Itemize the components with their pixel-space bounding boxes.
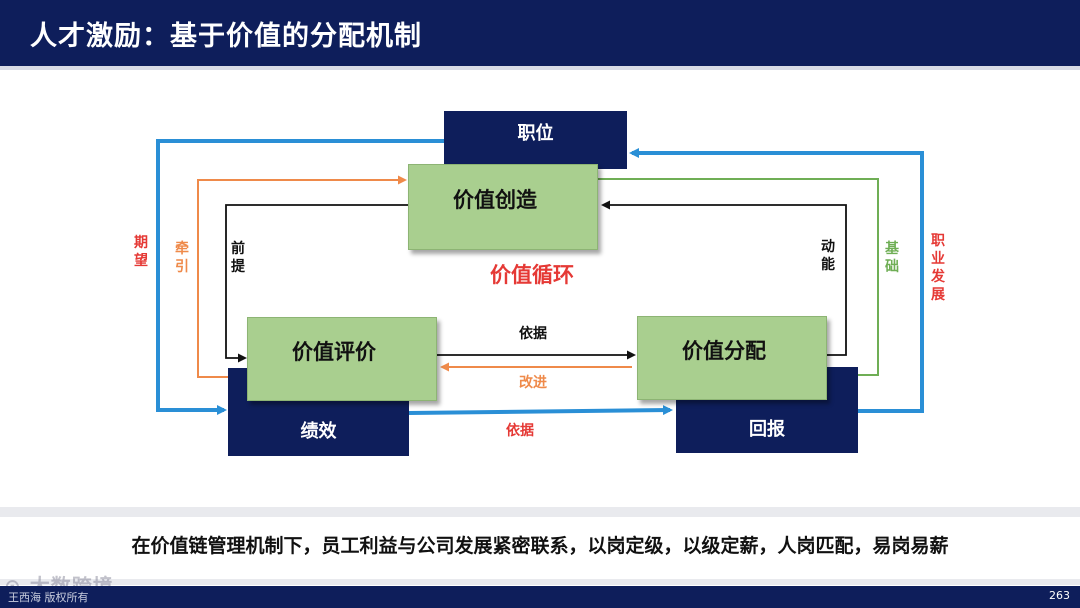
center-label: 价值循环 xyxy=(490,263,574,287)
label-lead: 牵引 xyxy=(175,241,189,275)
label-motivation: 动能 xyxy=(821,239,835,273)
label-premise: 前提 xyxy=(231,241,245,275)
node-value-distribution: 价值分配 xyxy=(637,316,827,400)
page-title: 人才激励：基于价值的分配机制 xyxy=(30,21,422,52)
arrow-motivation xyxy=(601,200,847,356)
label-foundation: 基础 xyxy=(885,241,899,275)
arrow-career xyxy=(629,148,924,413)
node-value-creation-label: 价值创造 xyxy=(453,188,537,212)
node-position-label: 职位 xyxy=(517,123,554,144)
label-basis-bottom: 依据 xyxy=(506,423,534,439)
summary-panel xyxy=(0,517,1080,579)
label-improve: 改进 xyxy=(519,375,547,391)
arrow-basis-bottom xyxy=(408,405,673,416)
arrow-premise xyxy=(225,204,408,363)
node-value-distribution-label: 价值分配 xyxy=(682,339,766,363)
label-expectation: 期望 xyxy=(134,235,148,269)
header-stripe xyxy=(0,66,1080,70)
summary-text: 在价值链管理机制下，员工利益与公司发展紧密联系，以岗定级，以级定薪，人岗匹配，易… xyxy=(131,535,949,557)
node-value-evaluation: 价值评价 xyxy=(247,317,437,401)
arrow-expectation xyxy=(156,139,444,415)
footer-copyright: 王西海 版权所有 xyxy=(8,591,89,604)
node-performance-label: 绩效 xyxy=(300,421,337,442)
node-position: 职位 xyxy=(444,111,627,169)
node-reward-label: 回报 xyxy=(749,419,785,440)
header-bar: 人才激励：基于价值的分配机制 xyxy=(0,0,1080,66)
page-number: 263 xyxy=(1049,589,1070,602)
label-career: 职业发展 xyxy=(931,233,945,303)
node-value-creation: 价值创造 xyxy=(408,164,598,250)
label-basis-top: 依据 xyxy=(519,326,547,342)
node-value-evaluation-label: 价值评价 xyxy=(292,340,376,364)
arrow-lead xyxy=(197,175,407,378)
footer-bar: 王西海 版权所有 263 xyxy=(0,586,1080,608)
